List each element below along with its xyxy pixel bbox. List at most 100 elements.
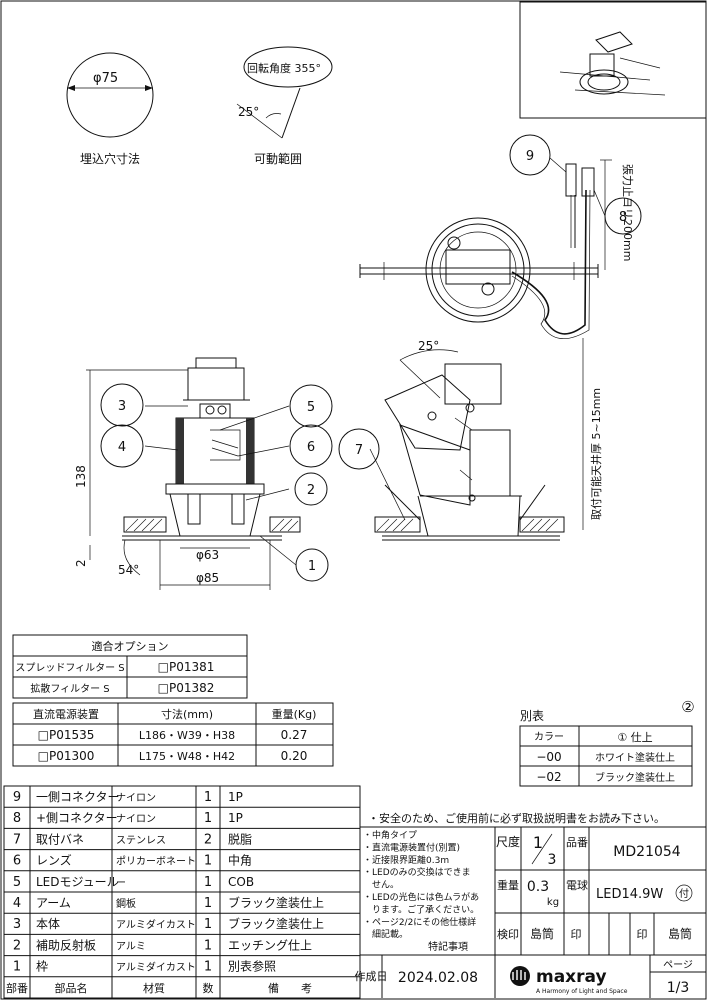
part-5-col-3: 1 xyxy=(204,875,212,890)
variant-header-color: カラー xyxy=(534,731,564,743)
psu-row1-weight: 0.27 xyxy=(281,728,308,742)
ceiling-range: 取付可能天井厚 5~15mm xyxy=(589,388,603,520)
part-1-col-0: 1 xyxy=(13,960,21,975)
part-3-col-4: ブラック塗装仕上 xyxy=(228,916,324,931)
brand-logo: maxray xyxy=(536,967,607,987)
note-line-1: ・直流電源装置付(別置) xyxy=(363,841,460,853)
part-8-col-0: 8 xyxy=(13,811,21,826)
part-4-col-2: 鋼板 xyxy=(116,897,136,910)
parts-footer-0: 部番 xyxy=(6,981,28,995)
part-7-col-4: 脱脂 xyxy=(228,831,252,846)
part-7-col-2: ステンレス xyxy=(116,835,166,846)
variant-mark: ② xyxy=(681,698,694,716)
part-3-col-3: 1 xyxy=(204,917,212,932)
callout-7: 7 xyxy=(355,443,363,458)
parts-footer-3: 数 xyxy=(203,982,214,995)
option-name-2: 拡散フィルター S xyxy=(30,682,109,695)
scale-denominator: 3 xyxy=(548,852,557,868)
part-5-col-0: 5 xyxy=(13,875,21,890)
part-6-col-0: 6 xyxy=(13,854,21,869)
part-5-col-1: LEDモジュール xyxy=(36,875,119,889)
rotation-label: 回転角度 355° xyxy=(247,61,321,75)
part-4-col-4: ブラック塗装仕上 xyxy=(228,895,324,910)
part-8-col-4: 1P xyxy=(228,811,243,825)
callout-4: 4 xyxy=(118,440,126,455)
perspective-view xyxy=(519,1,707,119)
psu-header-weight: 重量(Kg) xyxy=(272,707,317,721)
approver-name: 島筒 xyxy=(668,926,692,941)
part-9-col-3: 1 xyxy=(204,790,212,805)
callout-5: 5 xyxy=(307,400,315,415)
height-dim: 138 xyxy=(74,465,88,488)
callout-2: 2 xyxy=(307,483,315,498)
pull-dimension: 張力止ヨリ200mm xyxy=(621,164,634,261)
psu-header-dims: 寸法(mm) xyxy=(161,707,213,721)
lamp-label: 電球 xyxy=(566,878,588,892)
parts-footer-1: 部品名 xyxy=(55,981,88,995)
page-label: ページ xyxy=(663,960,693,971)
part-7-col-1: 取付バネ xyxy=(36,832,84,846)
part-9-col-4: 1P xyxy=(228,790,243,804)
check-label: 検印 xyxy=(497,927,519,941)
callout-3: 3 xyxy=(118,399,126,414)
brand-tagline: A Harmony of Light and Space xyxy=(536,988,628,995)
part-4-col-0: 4 xyxy=(13,896,21,911)
created-date: 2024.02.08 xyxy=(398,970,478,986)
option-code-2: □P01382 xyxy=(158,681,215,695)
part-1-col-4: 別表参照 xyxy=(228,959,276,974)
variant-finish-02: ブラック塗装仕上 xyxy=(595,771,675,784)
part-9-col-0: 9 xyxy=(13,790,21,805)
part-2-col-4: エッチング仕上 xyxy=(228,938,312,952)
psu-row2-code: □P01300 xyxy=(38,749,95,763)
part-2-col-0: 2 xyxy=(13,938,21,953)
front-view: 138 2 54° φ63 φ85 xyxy=(74,357,301,590)
date-label: 作成日 xyxy=(355,970,388,983)
part-3-col-2: アルミダイカスト xyxy=(116,918,196,931)
options-title: 適合オプション xyxy=(92,639,169,653)
callout-9: 9 xyxy=(526,149,534,164)
outer-diameter: φ85 xyxy=(196,571,219,585)
cutout-caption: 埋込穴寸法 xyxy=(80,151,140,166)
part-1-col-3: 1 xyxy=(204,960,212,975)
approve-stamp: 印 xyxy=(637,928,648,941)
weight-value: 0.3 xyxy=(527,879,549,895)
part-1-col-1: 枠 xyxy=(36,960,48,974)
note-line-8: 細記載。 xyxy=(363,928,408,940)
part-8-col-1: +側コネクター xyxy=(36,811,118,825)
callout-1: 1 xyxy=(308,559,316,574)
psu-row1-dims: L186・W39・H38 xyxy=(139,729,235,742)
part-3-col-0: 3 xyxy=(13,917,21,932)
part-6-col-3: 1 xyxy=(204,854,212,869)
lamp-value: LED14.9W xyxy=(596,887,663,902)
part-5-col-4: COB xyxy=(228,875,254,889)
psu-header-name: 直流電源装置 xyxy=(33,707,99,721)
option-code-1: □P01381 xyxy=(158,660,215,674)
callout-8: 8 xyxy=(619,210,627,225)
note-line-4: せん。 xyxy=(363,880,399,891)
cutout-dim: φ75 xyxy=(93,71,118,86)
weight-label: 重量 xyxy=(497,878,519,892)
callouts: 1 2 3 4 5 6 7 8 9 xyxy=(100,134,642,582)
part-4-col-3: 1 xyxy=(204,896,212,911)
variant-code-02: −02 xyxy=(536,770,561,784)
note-line-3: ・LEDのみの交換はできま xyxy=(363,866,471,878)
notes-caption: 特記事項 xyxy=(428,940,468,953)
psu-row2-dims: L175・W48・H42 xyxy=(139,750,235,763)
part-2-col-3: 1 xyxy=(204,938,212,953)
part-1-col-2: アルミダイカスト xyxy=(116,961,196,974)
part-6-col-4: 中角 xyxy=(228,853,252,868)
flange-thickness: 2 xyxy=(74,559,88,567)
side-view: 25° 取付可能天井厚 5~15mm xyxy=(369,338,603,541)
lamp-mark: 付 xyxy=(679,887,689,900)
part-4-col-1: アーム xyxy=(36,896,71,910)
scale-label-1: 尺度 xyxy=(496,834,520,849)
variant-header-finish: ① 仕上 xyxy=(617,731,652,744)
part-8-col-3: 1 xyxy=(204,811,212,826)
option-name-1: スプレッドフィルター S xyxy=(15,662,124,674)
weight-unit: kg xyxy=(547,897,559,908)
notes-block: ・安全のため、ご使用前に必ず取扱説明書をお読み下さい。 ・中角タイプ・直流電源装… xyxy=(360,811,706,998)
note-line-0: ・中角タイプ xyxy=(363,829,417,841)
note-line-2: ・近接限界距離0.3m xyxy=(363,854,449,866)
